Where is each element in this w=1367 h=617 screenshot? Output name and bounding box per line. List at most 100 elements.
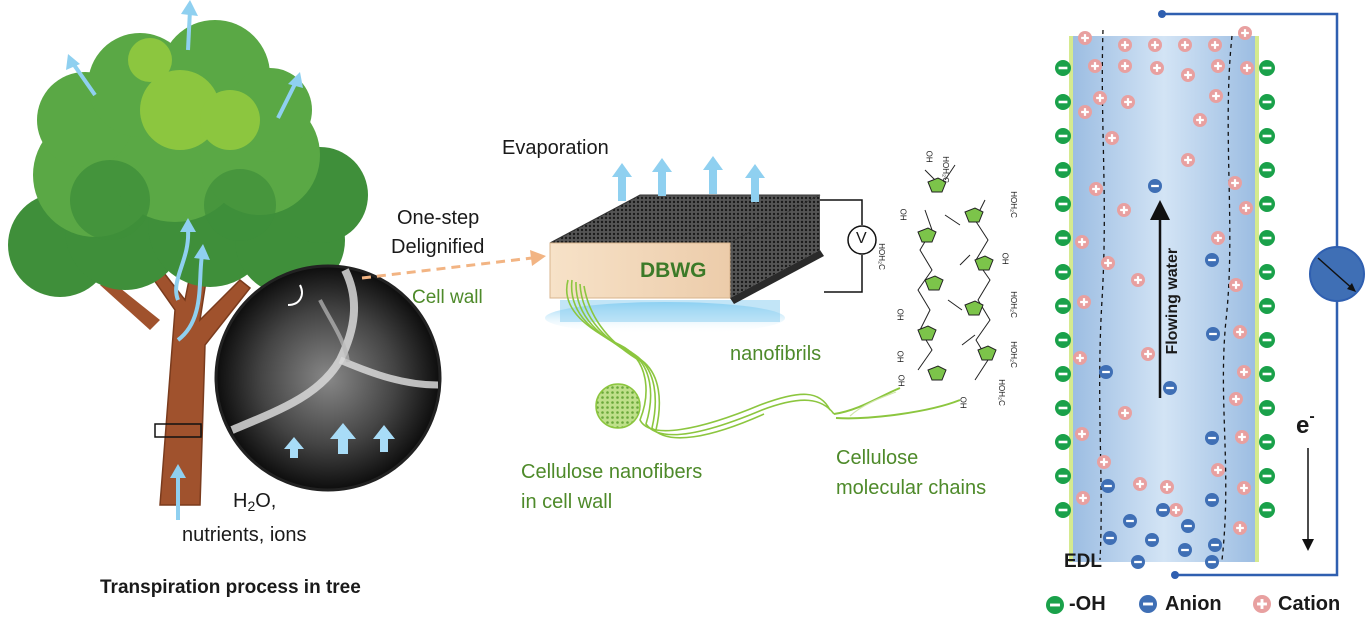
cation-icon	[1238, 26, 1252, 40]
legend-oh-label: -OH	[1069, 593, 1106, 615]
anion-icon	[1099, 365, 1113, 379]
mol-ch2oh-5: HOH₂C	[1008, 341, 1018, 368]
oh-site-icon	[1259, 230, 1275, 246]
cation-icon	[1211, 59, 1225, 73]
oh-site-icon	[1055, 230, 1071, 246]
cation-icon	[1075, 235, 1089, 249]
cation-icon	[1141, 347, 1155, 361]
anion-icon	[1123, 514, 1137, 528]
process-step-line1: One-step	[397, 207, 480, 229]
oh-site-icon	[1259, 298, 1275, 314]
cellulose-chains-line2: molecular chains	[836, 477, 987, 499]
oh-site-icon	[1259, 332, 1275, 348]
anion-icon	[1178, 543, 1192, 557]
oh-site-icon	[1055, 196, 1071, 212]
voltmeter-label: V	[856, 230, 867, 247]
cation-icon	[1233, 325, 1247, 339]
anion-icon	[1148, 179, 1162, 193]
device-name: DBWG	[640, 259, 707, 282]
anion-icon	[1131, 555, 1145, 569]
edl-label: EDL	[1064, 551, 1102, 572]
cation-icon	[1211, 463, 1225, 477]
anion-icon	[1205, 431, 1219, 445]
oh-site-icon	[1259, 264, 1275, 280]
oh-site-icon	[1259, 434, 1275, 450]
legend-oh-icon	[1046, 596, 1064, 614]
tree-canopy	[8, 20, 368, 297]
cation-icon	[1093, 91, 1107, 105]
mol-oh-6: HO	[897, 374, 907, 387]
molecular-chains	[917, 164, 997, 381]
tree-branch-left	[100, 280, 160, 330]
cation-icon	[1181, 153, 1195, 167]
oh-site-icon	[1055, 434, 1071, 450]
legend-cation-icon	[1253, 595, 1271, 613]
tree	[8, 0, 368, 520]
cation-icon	[1078, 31, 1092, 45]
sem-micrograph	[214, 264, 442, 492]
glucose-rings	[917, 177, 997, 381]
oh-site-icon	[1259, 196, 1275, 212]
cation-icon	[1235, 430, 1249, 444]
cation-icon	[1178, 38, 1192, 52]
cation-icon	[1073, 351, 1087, 365]
electron-charge: -	[1309, 408, 1315, 425]
cation-icon	[1077, 295, 1091, 309]
electron-symbol: e	[1296, 412, 1310, 439]
cation-icon	[1211, 231, 1225, 245]
cation-icon	[1229, 392, 1243, 406]
anion-icon	[1208, 538, 1222, 552]
oh-site-icon	[1055, 94, 1071, 110]
cation-icon	[1118, 406, 1132, 420]
dbwg-device	[545, 156, 877, 334]
mol-ch2oh-6: HOH₂C	[996, 379, 1006, 406]
anion-icon	[1156, 503, 1170, 517]
cation-icon	[1208, 38, 1222, 52]
cation-icon	[1121, 95, 1135, 109]
flowing-water-label: Flowing water	[1164, 247, 1182, 355]
electron-label: e-	[1296, 408, 1315, 440]
anion-icon	[1206, 327, 1220, 341]
anion-icon	[1181, 519, 1195, 533]
oh-site-icon	[1055, 332, 1071, 348]
cation-icon	[1237, 481, 1251, 495]
oh-site-icon	[1055, 298, 1071, 314]
ions-layer	[1055, 26, 1275, 569]
oh-site-icon	[1055, 400, 1071, 416]
cation-icon	[1088, 59, 1102, 73]
anion-icon	[1205, 493, 1219, 507]
cation-icon	[1169, 503, 1183, 517]
water-o: O,	[255, 490, 277, 512]
oh-site-icon	[1055, 162, 1071, 178]
cation-icon	[1160, 480, 1174, 494]
cation-icon	[1229, 278, 1243, 292]
oh-site-icon	[1259, 128, 1275, 144]
mol-oh-1: HO	[925, 150, 935, 163]
evaporation-label: Evaporation	[502, 137, 609, 159]
mol-ch2oh-3: HOH₂C	[876, 243, 886, 270]
cellulose-fibers	[565, 279, 961, 439]
cellulose-chains-line1: Cellulose	[836, 447, 919, 469]
cation-icon	[1097, 455, 1111, 469]
oh-site-icon	[1259, 400, 1275, 416]
cation-icon	[1237, 365, 1251, 379]
oh-site-icon	[1259, 468, 1275, 484]
oh-site-icon	[1259, 60, 1275, 76]
legend-anion-icon	[1139, 595, 1157, 613]
cation-icon	[1181, 68, 1195, 82]
cation-icon	[1076, 491, 1090, 505]
water-h: H	[233, 490, 248, 512]
anion-icon	[1145, 533, 1159, 547]
oh-site-icon	[1055, 60, 1071, 76]
cation-icon	[1118, 38, 1132, 52]
oh-site-icon	[1055, 264, 1071, 280]
cation-icon	[1150, 61, 1164, 75]
cation-icon	[1101, 256, 1115, 270]
anion-icon	[1101, 479, 1115, 493]
anion-icon	[1163, 381, 1177, 395]
cation-icon	[1105, 131, 1119, 145]
anion-icon	[1103, 531, 1117, 545]
tree-caption: Transpiration process in tree	[100, 577, 361, 598]
